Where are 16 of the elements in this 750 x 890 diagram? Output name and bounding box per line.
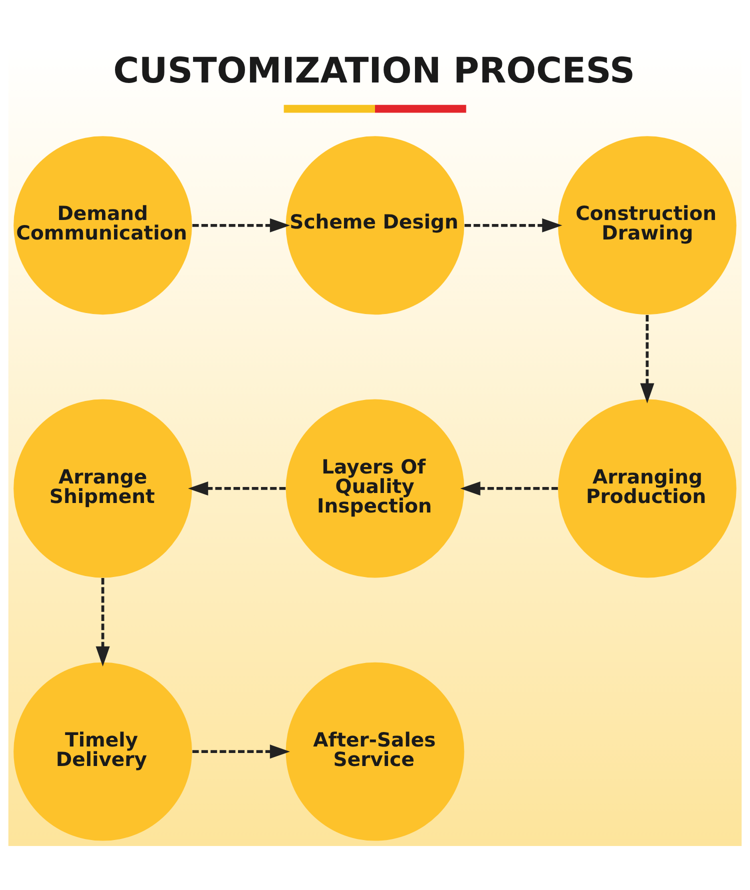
- arrow: [96, 578, 110, 666]
- diagram-title: CUSTOMIZATION PROCESS: [113, 50, 636, 91]
- node-circle: Construction Drawing: [558, 136, 736, 314]
- arrow: [188, 480, 286, 496]
- arrow: [464, 218, 562, 232]
- node-circle: Timely Delivery: [14, 662, 192, 840]
- arrow: [460, 480, 558, 496]
- arrow: [192, 744, 290, 758]
- arrow: [192, 218, 290, 232]
- node-circle: Arrange Shipment: [14, 398, 192, 578]
- node-circle: Demand Communication: [14, 136, 192, 314]
- node-circle: Layers Of Quality Inspection: [286, 398, 464, 578]
- node-circle: Arranging Production: [558, 398, 736, 578]
- arrow: [640, 314, 654, 403]
- node-circle: Scheme Design: [286, 136, 464, 314]
- node-circle: After-Sales Service: [286, 662, 464, 840]
